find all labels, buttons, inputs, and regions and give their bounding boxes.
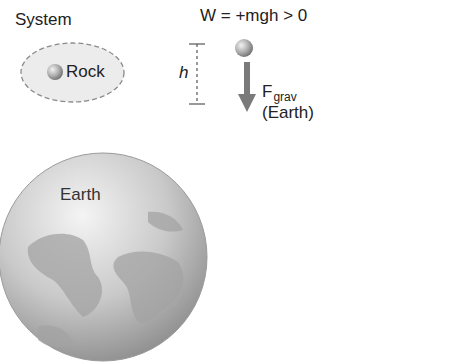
force-symbol: F: [262, 82, 272, 102]
continent: [113, 252, 183, 323]
earth-globe: Earth: [0, 152, 208, 362]
system-heading: System: [15, 10, 72, 30]
continent: [148, 212, 183, 232]
globe: [0, 153, 207, 361]
globe-shape: [0, 152, 208, 362]
continent: [38, 325, 73, 347]
force-source: (Earth): [262, 103, 314, 123]
system-outline: [21, 43, 124, 102]
rock-sphere: [47, 64, 63, 80]
rock-label: Rock: [66, 62, 105, 82]
force-subscript: grav: [273, 90, 296, 104]
earth-label: Earth: [60, 185, 101, 205]
height-label: h: [179, 63, 188, 83]
gravity-arrow: [238, 62, 256, 112]
height-bracket: [189, 44, 205, 104]
continent: [28, 234, 102, 317]
falling-rock: [235, 39, 253, 57]
work-equation: W = +mgh > 0: [200, 6, 307, 26]
system-boundary: SystemRock: [20, 42, 125, 103]
